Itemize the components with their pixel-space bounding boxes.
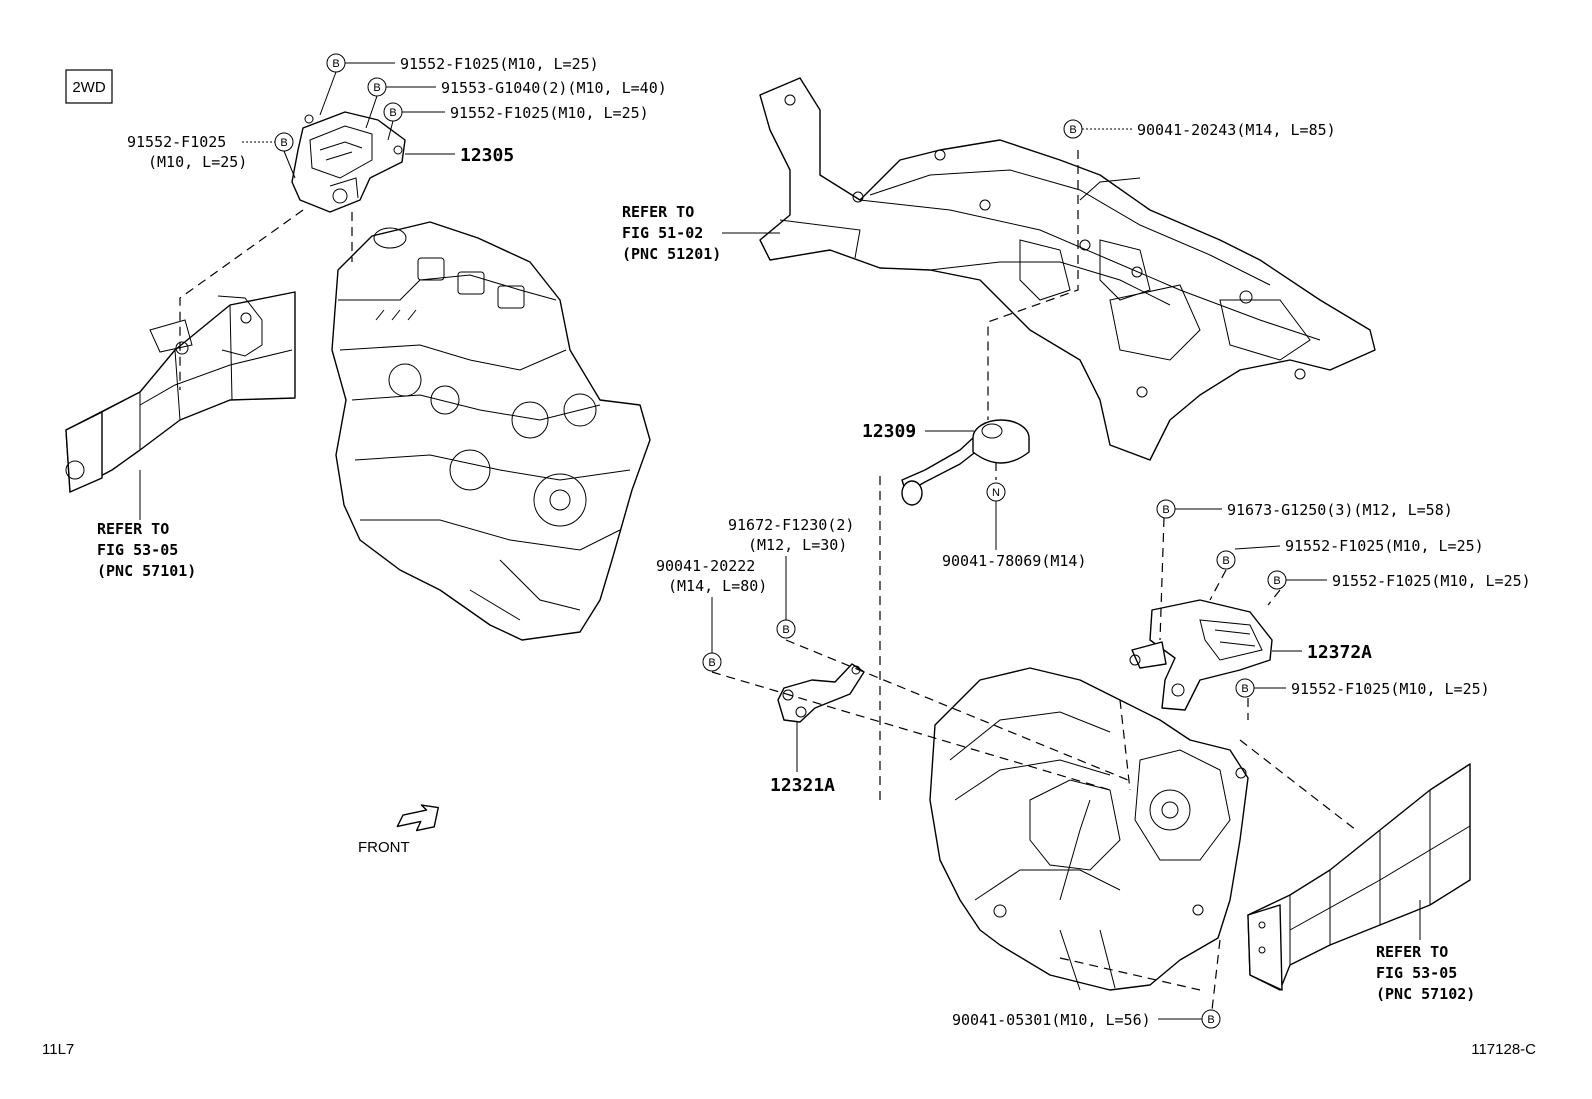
- svg-text:91552-F1025(M10, L=25): 91552-F1025(M10, L=25): [450, 104, 649, 122]
- bolt-marker-icon: [1216, 550, 1236, 570]
- callout-91672-F1230: 91672-F1230(2) (M12, L=30) B: [728, 516, 854, 639]
- bolt-marker-icon: [776, 619, 796, 639]
- svg-text:FRONT: FRONT: [358, 839, 410, 856]
- svg-text:90041-20222: 90041-20222: [656, 557, 755, 575]
- svg-text:(M10, L=25): (M10, L=25): [148, 153, 247, 171]
- footer-code-left: 11L7: [42, 1041, 74, 1058]
- svg-text:REFER TO: REFER TO: [622, 203, 694, 221]
- callout-90041-05301: 90041-05301(M10, L=56) B: [952, 1009, 1221, 1029]
- svg-text:91552-F1025(M10, L=25): 91552-F1025(M10, L=25): [1332, 572, 1531, 590]
- front-indicator: FRONT: [358, 804, 439, 856]
- callout-91552-F1025-c: 91552-F1025 (M10, L=25) B: [127, 132, 296, 179]
- svg-text:90041-05301(M10, L=56): 90041-05301(M10, L=56): [952, 1011, 1151, 1029]
- reference-51201: REFER TO FIG 51-02 (PNC 51201): [622, 203, 780, 263]
- svg-text:B: B: [1222, 555, 1229, 567]
- svg-text:12372A: 12372A: [1307, 642, 1372, 663]
- front-arrow-icon: [396, 804, 439, 832]
- svg-text:REFER TO: REFER TO: [97, 520, 169, 538]
- callout-91553-G1040: B 91553-G1040(2)(M10, L=40): [365, 77, 667, 129]
- label-12305: 12305: [405, 145, 514, 166]
- bracket-12321A: [777, 663, 865, 723]
- side-member-right: [1247, 763, 1471, 991]
- bolt-marker-icon: [1201, 1009, 1221, 1029]
- engine-mount-12305: [291, 111, 406, 213]
- svg-text:B: B: [1069, 124, 1076, 136]
- callout-91552-F1025-a: B 91552-F1025(M10, L=25): [319, 53, 599, 116]
- svg-text:B: B: [1162, 504, 1169, 516]
- suspension-crossmember: [759, 77, 1376, 461]
- callout-90041-78069: N 90041-78069(M14): [942, 482, 1087, 570]
- svg-text:90041-78069(M14): 90041-78069(M14): [942, 552, 1087, 570]
- svg-text:91552-F1025: 91552-F1025: [127, 133, 226, 151]
- callout-91552-F1025-b: B 91552-F1025(M10, L=25): [383, 102, 649, 141]
- svg-text:(M14, L=80): (M14, L=80): [668, 577, 767, 595]
- torque-rod-12309: [901, 419, 1030, 506]
- side-member-left: [65, 291, 296, 493]
- callout-91552-F1025-e: B 91552-F1025(M10, L=25): [1267, 570, 1531, 590]
- engine-block: [331, 221, 651, 641]
- bolt-marker-icon: [702, 652, 722, 672]
- svg-text:N: N: [992, 487, 1000, 499]
- svg-text:B: B: [782, 624, 789, 636]
- svg-text:REFER TO: REFER TO: [1376, 943, 1448, 961]
- label-12321A: 12321A: [770, 722, 835, 796]
- svg-text:91673-G1250(3)(M12, L=58): 91673-G1250(3)(M12, L=58): [1227, 501, 1453, 519]
- svg-text:B: B: [373, 82, 380, 94]
- svg-text:91552-F1025(M10, L=25): 91552-F1025(M10, L=25): [1285, 537, 1484, 555]
- callout-91552-F1025-d: B 91552-F1025(M10, L=25): [1216, 537, 1484, 570]
- svg-text:(M12, L=30): (M12, L=30): [748, 536, 847, 554]
- callout-90041-20243: B 90041-20243(M14, L=85): [1063, 119, 1336, 139]
- svg-text:B: B: [1207, 1014, 1214, 1026]
- svg-text:(PNC 57101): (PNC 57101): [97, 562, 196, 580]
- svg-text:91553-G1040(2)(M10, L=40): 91553-G1040(2)(M10, L=40): [441, 79, 667, 97]
- svg-text:B: B: [280, 137, 287, 149]
- svg-text:91672-F1230(2): 91672-F1230(2): [728, 516, 854, 534]
- svg-text:91552-F1025(M10, L=25): 91552-F1025(M10, L=25): [1291, 680, 1490, 698]
- svg-text:12321A: 12321A: [770, 775, 835, 796]
- svg-text:(PNC 51201): (PNC 51201): [622, 245, 721, 263]
- svg-text:FIG 53-05: FIG 53-05: [1376, 964, 1457, 982]
- assembly-lines: [179, 150, 1357, 1011]
- svg-text:91552-F1025(M10, L=25): 91552-F1025(M10, L=25): [400, 55, 599, 73]
- variant-box: 2WD: [65, 69, 113, 104]
- svg-text:12305: 12305: [460, 145, 514, 166]
- footer-code-right: 117128-C: [1471, 1041, 1536, 1058]
- svg-text:FIG 53-05: FIG 53-05: [97, 541, 178, 559]
- transmission-case: [929, 667, 1249, 991]
- callout-90041-20222: 90041-20222 (M14, L=80) B: [656, 557, 767, 672]
- svg-text:FIG 51-02: FIG 51-02: [622, 224, 703, 242]
- svg-text:90041-20243(M14, L=85): 90041-20243(M14, L=85): [1137, 121, 1336, 139]
- svg-text:B: B: [708, 657, 715, 669]
- callout-91673-G1250: B 91673-G1250(3)(M12, L=58): [1156, 499, 1453, 519]
- label-12309: 12309: [862, 421, 974, 442]
- svg-text:B: B: [1241, 683, 1248, 695]
- label-12372A: 12372A: [1272, 642, 1372, 663]
- variant-label: 2WD: [72, 79, 106, 96]
- svg-text:12309: 12309: [862, 421, 916, 442]
- reference-57102: REFER TO FIG 53-05 (PNC 57102): [1376, 900, 1475, 1003]
- svg-text:B: B: [1273, 575, 1280, 587]
- svg-text:(PNC 57102): (PNC 57102): [1376, 985, 1475, 1003]
- svg-text:B: B: [332, 58, 339, 70]
- reference-57101: REFER TO FIG 53-05 (PNC 57101): [97, 470, 196, 580]
- trans-mount-12372A: [1129, 599, 1273, 711]
- svg-text:B: B: [389, 107, 396, 119]
- callout-91552-F1025-f: B 91552-F1025(M10, L=25): [1235, 678, 1490, 698]
